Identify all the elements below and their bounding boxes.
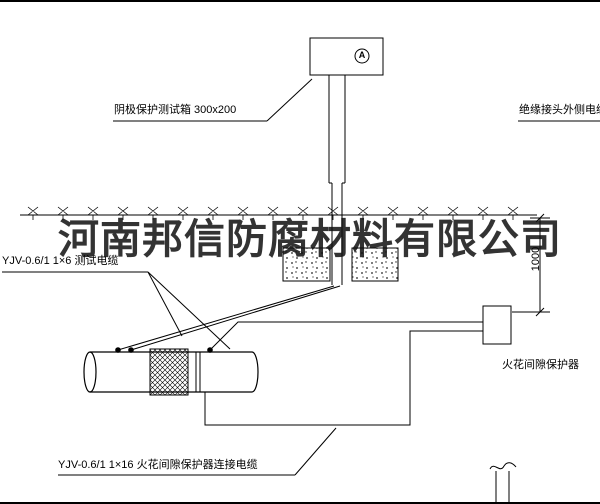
label-connect-cable: YJV-0.6/1 1×16 火花间隙保护器连接电缆 [58, 459, 258, 471]
concrete-blocks [282, 247, 399, 282]
concrete-block-right [351, 247, 399, 282]
pipeline [83, 348, 259, 396]
ammeter-symbol [354, 48, 370, 64]
ammeter-letter: A [358, 50, 366, 60]
leader-lines [2, 78, 600, 476]
ground-hatch-marks [27, 206, 519, 220]
company-watermark: 河南邦信防腐材料有限公司 [58, 216, 562, 262]
concrete-block-left [282, 247, 331, 282]
spark-gap-cable-lines [204, 321, 483, 426]
label-spark-protector: 火花间隙保护器 [502, 359, 579, 371]
conduit-riser [328, 75, 346, 285]
label-outer-cable: 绝缘接头外侧电缆 [519, 104, 600, 116]
spark-gap-protector-box [482, 305, 512, 345]
insulating-joint [149, 348, 189, 396]
dimension-text-1000: 1000 [530, 246, 542, 272]
label-test-box: 阴极保护测试箱 300x200 [114, 104, 237, 116]
label-test-cable: YJV-0.6/1 1×6 测试电缆 [2, 255, 119, 267]
pipe-break-symbol [489, 462, 517, 503]
test-cable-lines [117, 285, 341, 351]
test-box-outline [309, 37, 384, 76]
ground-line [20, 206, 537, 220]
dimension-line-1000 [512, 213, 550, 317]
